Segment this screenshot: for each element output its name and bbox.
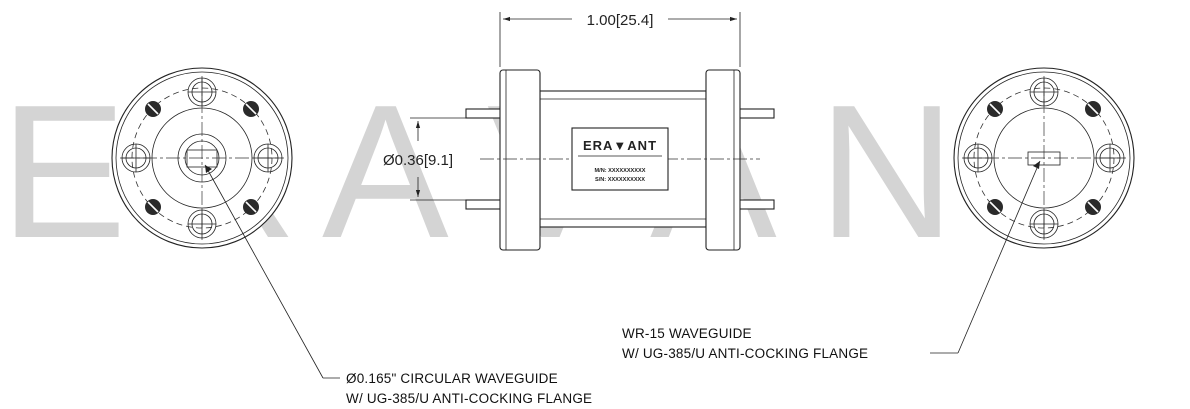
pin-hole-right: [1095, 143, 1125, 173]
flange-left-profile: [499, 69, 541, 251]
callout-circular-flange: W/ UG-385/U ANTI-COCKING FLANGE: [346, 391, 592, 406]
watermark-letter-n: N: [818, 66, 955, 278]
label-serial-number: S/N: XXXXXXXXXX: [595, 177, 645, 183]
flange-outline-inner: [115, 71, 289, 245]
pin-hole-top: [187, 77, 217, 107]
screw-bottom-right: [1085, 199, 1101, 215]
length-dimension: 1.00[25.4]: [499, 12, 741, 67]
pin-hole-right: [253, 143, 283, 173]
flange-right-profile: [705, 69, 741, 251]
screw-top-left: [987, 101, 1003, 117]
pin-hole-bottom: [1029, 209, 1059, 239]
watermark-letter-a1: A: [322, 66, 449, 278]
screw-top-right: [243, 101, 259, 117]
screw-bottom-left: [987, 199, 1003, 215]
left-flange-view: [111, 67, 293, 249]
label-brand: ERA▼ANT: [583, 138, 657, 153]
pin-hole-top: [1029, 77, 1059, 107]
guide-pin-left-bottom: [465, 199, 505, 210]
watermark-letter-e: E: [0, 66, 127, 278]
right-flange-view: [953, 67, 1135, 249]
screw-bottom-left: [145, 199, 161, 215]
pin-hole-left: [121, 143, 151, 173]
diameter-dimension: Ø0.36[9.1]: [383, 117, 468, 201]
screw-top-left: [145, 101, 161, 117]
leader-left: [204, 164, 340, 379]
pin-hole-left: [963, 143, 993, 173]
guide-pin-right-top: [737, 108, 775, 119]
callout-circular-waveguide: Ø0.165" CIRCULAR WAVEGUIDE: [346, 371, 558, 386]
label-plate: ERA▼ANT M/N: XXXXXXXXXX S/N: XXXXXXXXXX: [571, 127, 669, 191]
screw-bottom-right: [243, 199, 259, 215]
side-view: ERA▼ANT M/N: XXXXXXXXXX S/N: XXXXXXXXXX: [465, 69, 775, 251]
callout-wr15-flange: W/ UG-385/U ANTI-COCKING FLANGE: [622, 346, 868, 361]
screw-top-right: [1085, 101, 1101, 117]
callout-wr15-waveguide: WR-15 WAVEGUIDE: [622, 326, 752, 341]
length-dimension-label: 1.00[25.4]: [587, 12, 654, 29]
label-model-number: M/N: XXXXXXXXXX: [595, 168, 646, 174]
diameter-dimension-label: Ø0.36[9.1]: [383, 152, 453, 169]
guide-pin-right-bottom: [737, 199, 775, 210]
leader-right: [930, 160, 1041, 354]
guide-pin-left-top: [465, 108, 505, 119]
flange-outline-inner: [957, 71, 1131, 245]
pin-hole-bottom: [187, 209, 217, 239]
